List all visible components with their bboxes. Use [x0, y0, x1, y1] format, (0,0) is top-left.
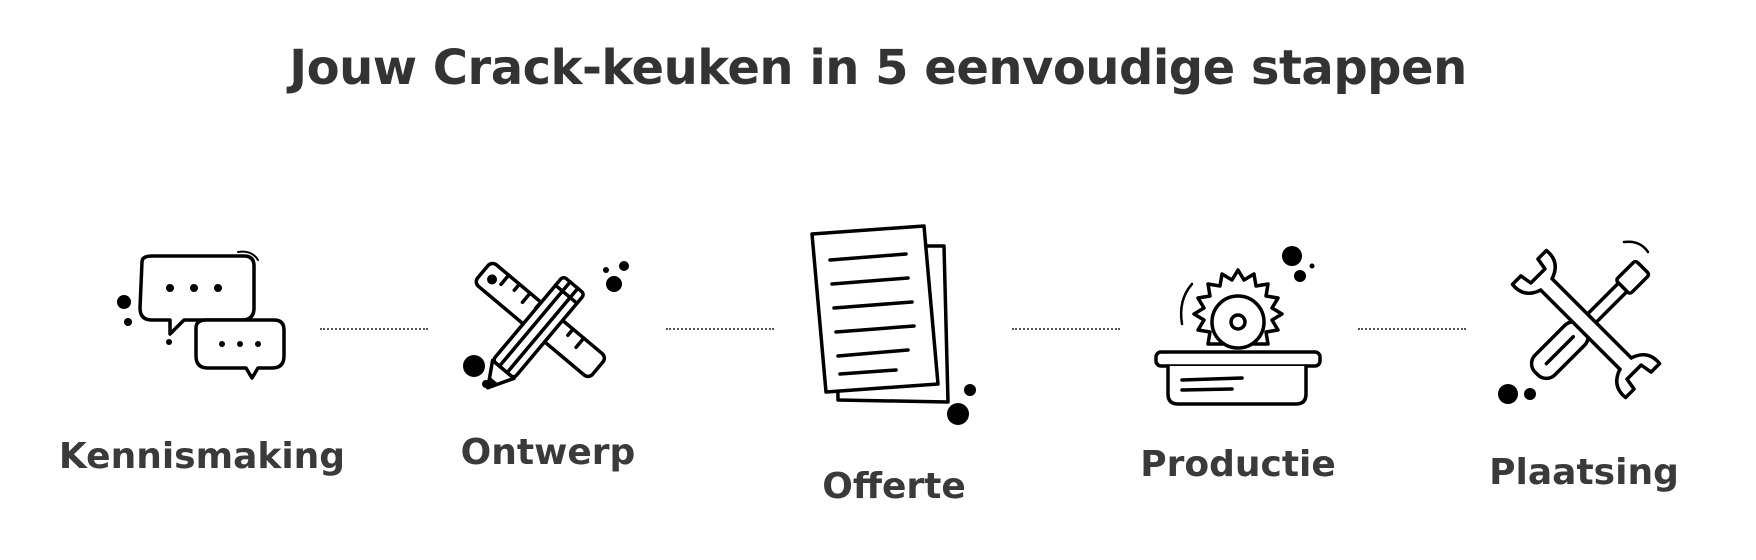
step-label: Productie — [1140, 444, 1336, 485]
wrench-screwdriver-icon — [1498, 238, 1672, 410]
page-title: Jouw Crack-keuken in 5 eenvoudige stappe… — [289, 40, 1467, 96]
connector-dotted-line — [320, 328, 428, 330]
step-label: Offerte — [822, 466, 966, 507]
step-label: Ontwerp — [460, 432, 636, 473]
circular-saw-icon — [1152, 244, 1322, 410]
documents-icon — [808, 224, 978, 430]
connector-dotted-line — [666, 328, 774, 330]
step-label: Kennismaking — [58, 436, 346, 477]
step-label: Plaatsing — [1489, 452, 1679, 493]
pencil-ruler-icon — [458, 258, 629, 398]
chat-bubbles-icon — [112, 250, 292, 400]
connector-dotted-line — [1358, 328, 1466, 330]
connector-dotted-line — [1012, 328, 1120, 330]
